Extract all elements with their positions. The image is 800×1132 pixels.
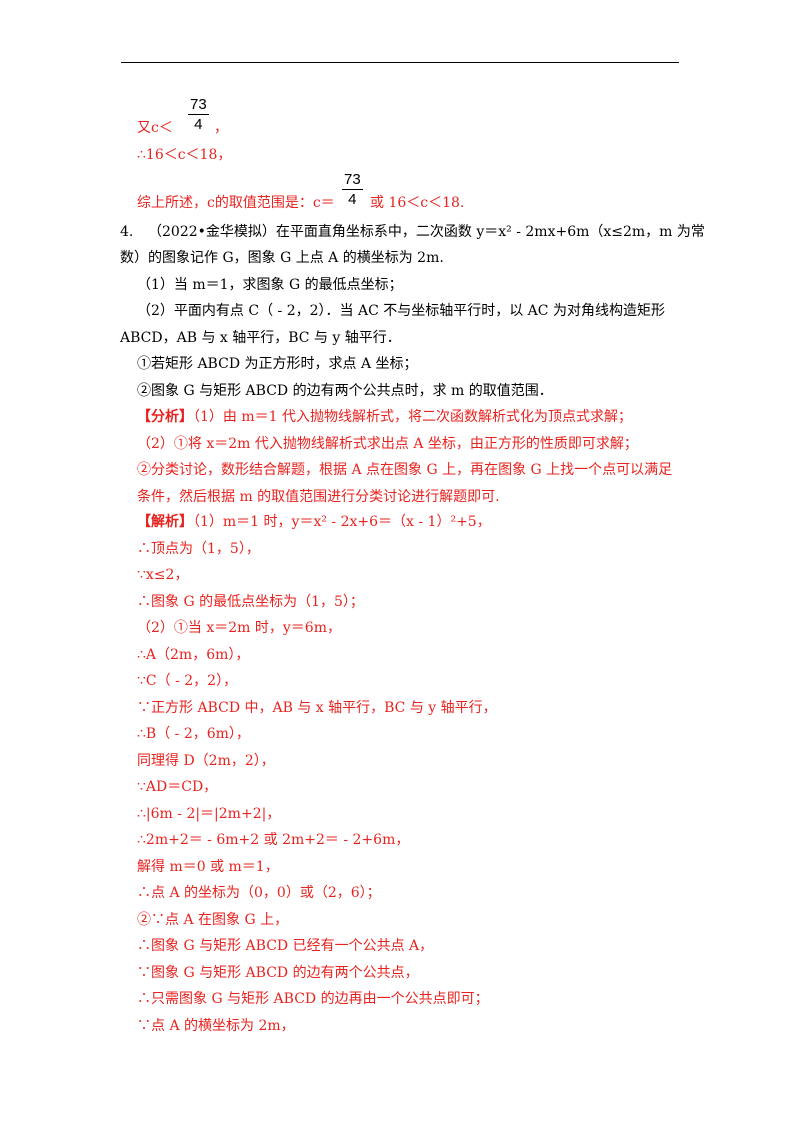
analysis-line-4: 条件，然后根据 m 的取值范围进行分类讨论进行解题即可.	[137, 489, 500, 505]
top-line-1-text: 又c＜	[137, 120, 173, 136]
fraction-numerator: 73	[190, 96, 207, 113]
solution-line-17: ∵图象 G 与矩形 ABCD 的边有两个公共点，	[137, 965, 419, 981]
solution-line-18: ∴只需图象 G 与矩形 ABCD 的边再由一个公共点即可；	[137, 991, 489, 1007]
solution-line-14: ∴点 A 的坐标为（0，0）或（2，6）；	[137, 885, 381, 901]
solution-line-15: ②∵点 A 在图象 G 上，	[137, 912, 289, 928]
fraction-numerator: 73	[344, 171, 361, 188]
fraction-bar	[188, 114, 209, 115]
top-line-3-text: 综上所述，c的取值范围是：c＝	[137, 195, 335, 211]
analysis-text-1: （1）由 m＝1 代入抛物线解析式，将二次函数解析式化为顶点式求解；	[193, 409, 632, 425]
top-line-3: 综上所述，c的取值范围是：c＝	[137, 193, 335, 213]
top-line-2: ∴16＜c＜18，	[137, 147, 232, 163]
solution-line-7: ∵正方形 ABCD 中，AB 与 x 轴平行，BC 与 y 轴平行，	[137, 700, 497, 716]
solution-line-13: 解得 m＝0 或 m＝1，	[137, 859, 279, 875]
solution-line-9: 同理得 D（2m，2），	[137, 753, 275, 769]
solution-line-16: ∴图象 G 与矩形 ABCD 已经有一个公共点 A，	[137, 938, 434, 954]
fraction-73-4-b: 73 4	[342, 171, 363, 208]
fraction-denominator: 4	[194, 116, 203, 133]
problem-number: 4.	[120, 224, 134, 240]
solution-line-6: ∵C（ - 2，2），	[137, 673, 238, 689]
solution-line-0: 【解析】（1）m＝1 时，y＝x² - 2x+6＝（x - 1）²+5，	[137, 512, 491, 532]
fraction-73-4-a: 73 4	[188, 96, 209, 133]
header-rule	[121, 62, 679, 63]
problem-line-2: 数）的图象记作 G，图象 G 上点 A 的横坐标为 2m.	[120, 250, 444, 266]
solution-text-0: （1）m＝1 时，y＝x² - 2x+6＝（x - 1）²+5，	[193, 514, 491, 530]
analysis-line-3: ②分类讨论，数形结合解题，根据 A 点在图象 G 上，再在图象 G 上找一个点可…	[137, 462, 673, 478]
question-2c: ①若矩形 ABCD 为正方形时，求点 A 坐标；	[137, 356, 418, 372]
top-line-1: 又c＜	[137, 118, 173, 138]
top-line-1-suffix: ，	[214, 118, 228, 138]
analysis-line-1: 【分析】（1）由 m＝1 代入抛物线解析式，将二次函数解析式化为顶点式求解；	[137, 407, 632, 427]
solution-line-4: （2）①当 x＝2m 时，y＝6m，	[137, 620, 341, 636]
question-1: （1）当 m＝1，求图象 G 的最低点坐标；	[137, 277, 403, 293]
analysis-tag: 【分析】	[137, 409, 193, 425]
solution-line-1: ∴顶点为（1，5），	[137, 541, 260, 557]
solution-line-12: ∴2m+2＝ - 6m+2 或 2m+2＝ - 2+6m，	[137, 832, 410, 848]
question-2a: （2）平面内有点 C（ - 2，2）．当 AC 不与坐标轴平行时，以 AC 为对…	[137, 303, 665, 319]
top-line-3-suffix-text: 或 16＜c＜18.	[370, 195, 465, 211]
solution-line-2: ∵x≤2，	[137, 567, 189, 583]
solution-line-10: ∵AD＝CD，	[137, 779, 218, 795]
top-line-3-suffix: 或 16＜c＜18.	[370, 193, 464, 213]
fraction-bar	[342, 189, 363, 190]
solution-line-5: ∴A（2m，6m），	[137, 647, 250, 663]
solution-line-8: ∴B（ - 2，6m），	[137, 726, 250, 742]
top-line-1-suffix-text: ，	[214, 120, 228, 136]
solution-tag: 【解析】	[137, 514, 193, 530]
solution-line-19: ∵点 A 的横坐标为 2m，	[137, 1018, 295, 1034]
solution-line-3: ∴图象 G 的最低点坐标为（1，5）；	[137, 594, 364, 610]
fraction-denominator: 4	[348, 191, 357, 208]
solution-line-11: ∴|6m - 2|＝|2m+2|，	[137, 806, 281, 822]
question-2d: ②图象 G 与矩形 ABCD 的边有两个公共点时，求 m 的取值范围．	[137, 383, 553, 399]
question-2b: ABCD，AB 与 x 轴平行，BC 与 y 轴平行．	[120, 330, 401, 346]
problem-line-1: （2022•金华模拟）在平面直角坐标系中，二次函数 y＝x² - 2mx+6m（…	[148, 224, 705, 240]
analysis-line-2: （2）①将 x＝2m 代入抛物线解析式求出点 A 坐标，由正方形的性质即可求解；	[137, 436, 638, 452]
